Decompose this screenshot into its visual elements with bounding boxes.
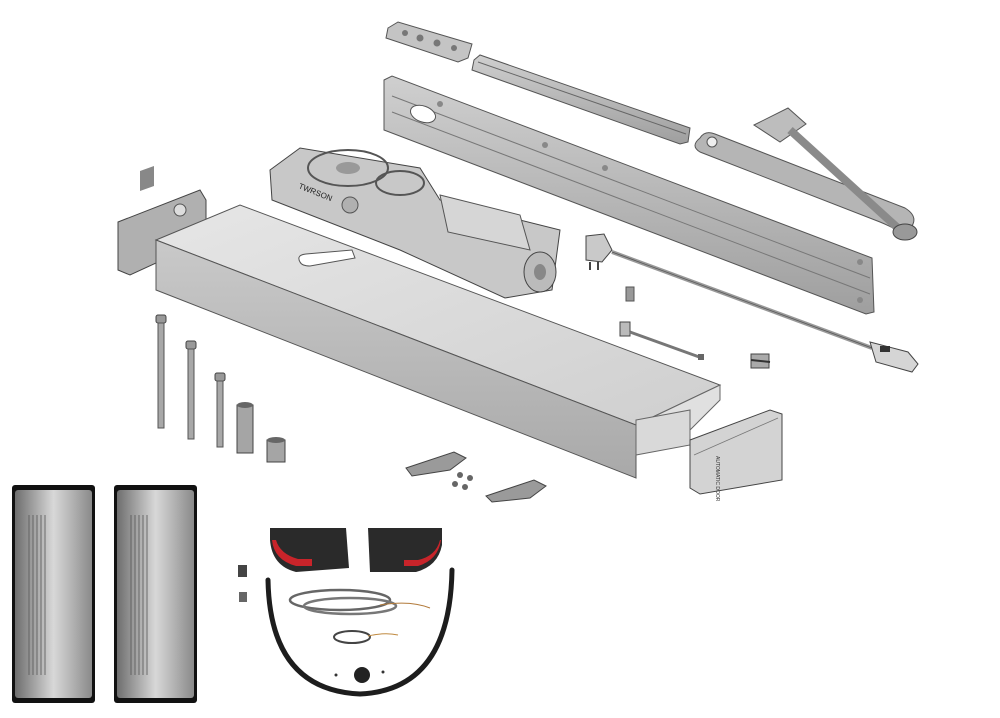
cable-guard — [265, 567, 455, 697]
spacers — [236, 402, 286, 463]
power-cable — [585, 233, 919, 373]
sensor-covers — [12, 485, 197, 703]
clip-part — [238, 565, 247, 577]
bolts — [155, 314, 226, 448]
sliding-rail — [471, 54, 691, 145]
brackets — [405, 451, 547, 503]
cables-kit — [288, 588, 431, 683]
back-plate — [383, 75, 875, 315]
arm — [694, 107, 918, 241]
cover — [154, 204, 722, 479]
mounting-plate — [385, 21, 473, 63]
cable-clip — [750, 353, 771, 369]
endcap-brand-label: AUTOMATIC DOOR — [714, 456, 720, 502]
fuse-part — [625, 286, 635, 302]
clip-part — [239, 592, 247, 602]
right-end-cap — [635, 409, 783, 495]
safety-sensors — [270, 528, 442, 572]
connector-cable — [619, 321, 704, 360]
motor-gearbox — [269, 147, 561, 299]
